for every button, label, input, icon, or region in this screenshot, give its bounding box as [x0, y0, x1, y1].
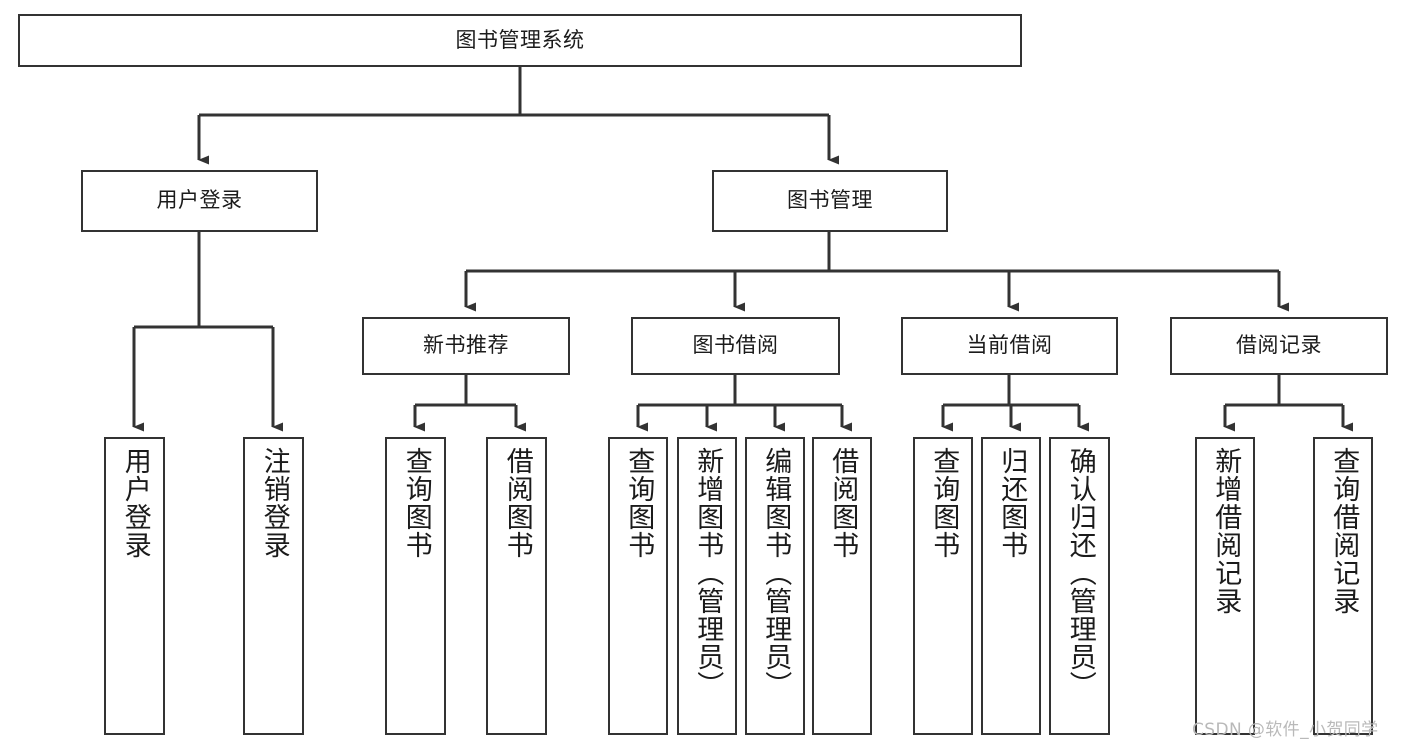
leaf-book-borrow-1[interactable]: 查询图书: [608, 437, 668, 735]
node-current-borrow[interactable]: 当前借阅: [901, 317, 1118, 375]
node-label: 图书管理系统: [455, 27, 585, 52]
node-label: 图书管理: [787, 188, 873, 213]
node-label: 图书借阅: [692, 333, 779, 358]
leaf-current-borrow-3[interactable]: 确认归还（管理员）: [1049, 437, 1110, 735]
node-user-login[interactable]: 用户登录: [81, 170, 318, 232]
node-label: 查询图书: [623, 447, 655, 559]
node-label: 查询借阅记录: [1328, 447, 1360, 615]
node-label: 新增借阅记录: [1210, 447, 1242, 615]
node-label: 借阅图书: [827, 447, 859, 559]
leaf-borrow-record-1[interactable]: 新增借阅记录: [1195, 437, 1255, 735]
leaf-user-login-1[interactable]: 用户登录: [104, 437, 165, 735]
leaf-new-book-rec-1[interactable]: 查询图书: [385, 437, 446, 735]
csdn-watermark: CSDN @软件_小贺同学: [1192, 720, 1379, 740]
leaf-current-borrow-1[interactable]: 查询图书: [913, 437, 973, 735]
node-label: 查询图书: [400, 447, 432, 559]
node-label: 用户登录: [119, 447, 151, 559]
node-label: 确认归还（管理员）: [1064, 447, 1096, 699]
node-label: 注销登录: [258, 447, 290, 559]
leaf-current-borrow-2[interactable]: 归还图书: [981, 437, 1041, 735]
node-root-book-management-system[interactable]: 图书管理系统: [18, 14, 1022, 67]
node-label: 新增图书（管理员）: [692, 447, 724, 699]
leaf-borrow-record-2[interactable]: 查询借阅记录: [1313, 437, 1373, 735]
node-label: 借阅记录: [1236, 333, 1322, 358]
node-label: 用户登录: [156, 188, 243, 213]
node-label: 归还图书: [996, 447, 1028, 559]
node-book-borrow[interactable]: 图书借阅: [631, 317, 840, 375]
node-book-management[interactable]: 图书管理: [712, 170, 948, 232]
leaf-book-borrow-4[interactable]: 借阅图书: [812, 437, 872, 735]
leaf-user-login-2[interactable]: 注销登录: [243, 437, 304, 735]
node-label: 编辑图书（管理员）: [760, 447, 792, 699]
node-borrow-record[interactable]: 借阅记录: [1170, 317, 1388, 375]
leaf-book-borrow-2[interactable]: 新增图书（管理员）: [677, 437, 737, 735]
node-new-book-recommendation[interactable]: 新书推荐: [362, 317, 570, 375]
node-label: 当前借阅: [966, 333, 1053, 358]
leaf-book-borrow-3[interactable]: 编辑图书（管理员）: [745, 437, 805, 735]
leaf-new-book-rec-2[interactable]: 借阅图书: [486, 437, 547, 735]
node-label: 新书推荐: [423, 333, 509, 358]
node-label: 借阅图书: [501, 447, 533, 559]
node-label: 查询图书: [928, 447, 960, 559]
